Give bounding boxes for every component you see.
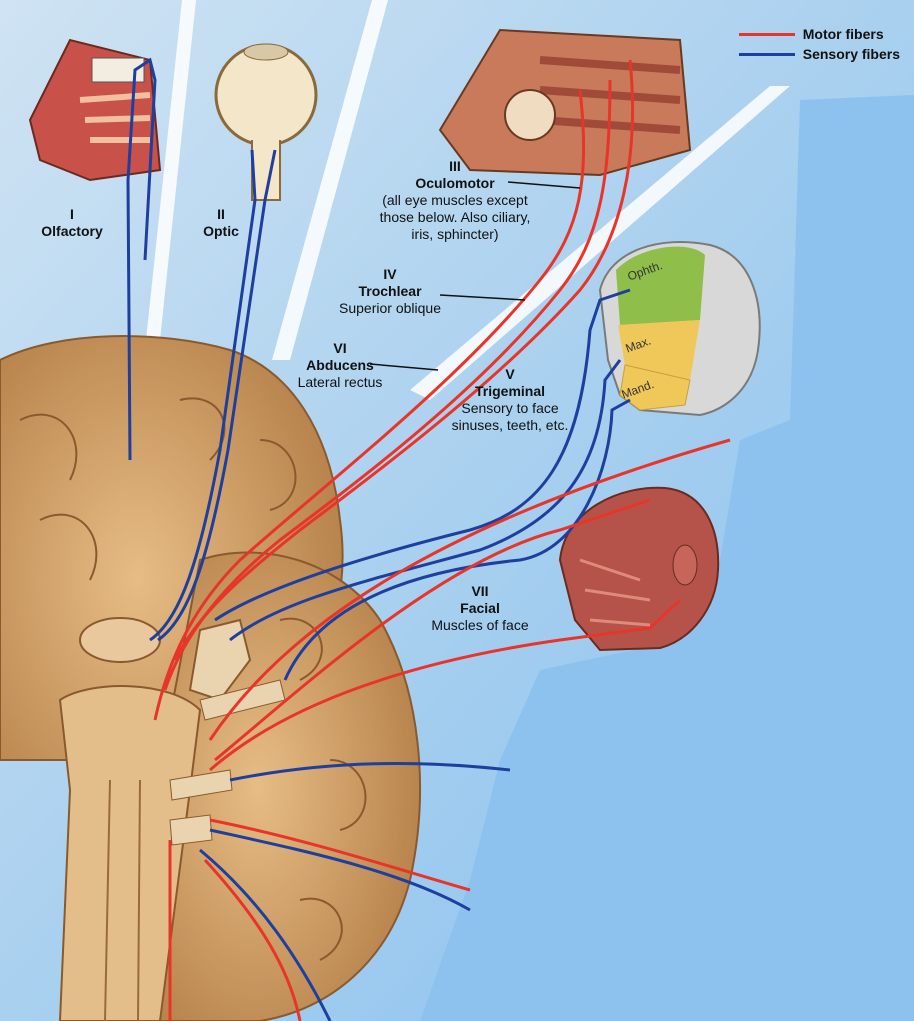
nerve-bundle	[170, 815, 212, 845]
trigeminal-desc-1: Sensory to face	[430, 400, 590, 417]
olfactory-number: I	[30, 206, 114, 223]
legend-motor: Motor fibers	[739, 24, 900, 44]
trochlear-number: IV	[325, 266, 455, 283]
abducens-label: VI Abducens Lateral rectus	[275, 340, 405, 391]
facial-desc: Muscles of face	[410, 617, 550, 634]
abducens-desc: Lateral rectus	[275, 374, 405, 391]
oculomotor-number: III	[345, 158, 565, 175]
oculomotor-desc-2: those below. Also ciliary,	[345, 209, 565, 226]
optic-name: Optic	[186, 223, 256, 240]
olfactory-name: Olfactory	[30, 223, 114, 240]
sensory-label: Sensory fibers	[803, 46, 900, 62]
optic-label: II Optic	[186, 206, 256, 240]
motor-swatch	[739, 33, 795, 36]
optic-chiasm	[80, 618, 160, 662]
oculomotor-name: Oculomotor	[345, 175, 565, 192]
trigeminal-number: V	[430, 366, 590, 383]
facial-number: VII	[410, 583, 550, 600]
olfactory-label: I Olfactory	[30, 206, 114, 240]
lens	[244, 44, 288, 60]
motor-label: Motor fibers	[803, 26, 884, 42]
trigeminal-name: Trigeminal	[430, 383, 590, 400]
orbit-eye	[505, 90, 555, 140]
legend: Motor fibers Sensory fibers	[739, 24, 900, 64]
abducens-name: Abducens	[275, 357, 405, 374]
trigeminal-label: V Trigeminal Sensory to face sinuses, te…	[430, 366, 590, 434]
oculomotor-desc-3: iris, sphincter)	[345, 226, 565, 243]
legend-sensory: Sensory fibers	[739, 44, 900, 64]
facial-label: VII Facial Muscles of face	[410, 583, 550, 634]
oculomotor-label: III Oculomotor (all eye muscles except t…	[345, 158, 565, 243]
ear-facial	[673, 545, 697, 585]
facial-name: Facial	[410, 600, 550, 617]
trigeminal-desc-2: sinuses, teeth, etc.	[430, 417, 590, 434]
sensory-swatch	[739, 53, 795, 56]
trochlear-desc: Superior oblique	[325, 300, 455, 317]
oculomotor-desc-1: (all eye muscles except	[345, 192, 565, 209]
trochlear-name: Trochlear	[325, 283, 455, 300]
optic-number: II	[186, 206, 256, 223]
abducens-number: VI	[275, 340, 405, 357]
trochlear-label: IV Trochlear Superior oblique	[325, 266, 455, 317]
